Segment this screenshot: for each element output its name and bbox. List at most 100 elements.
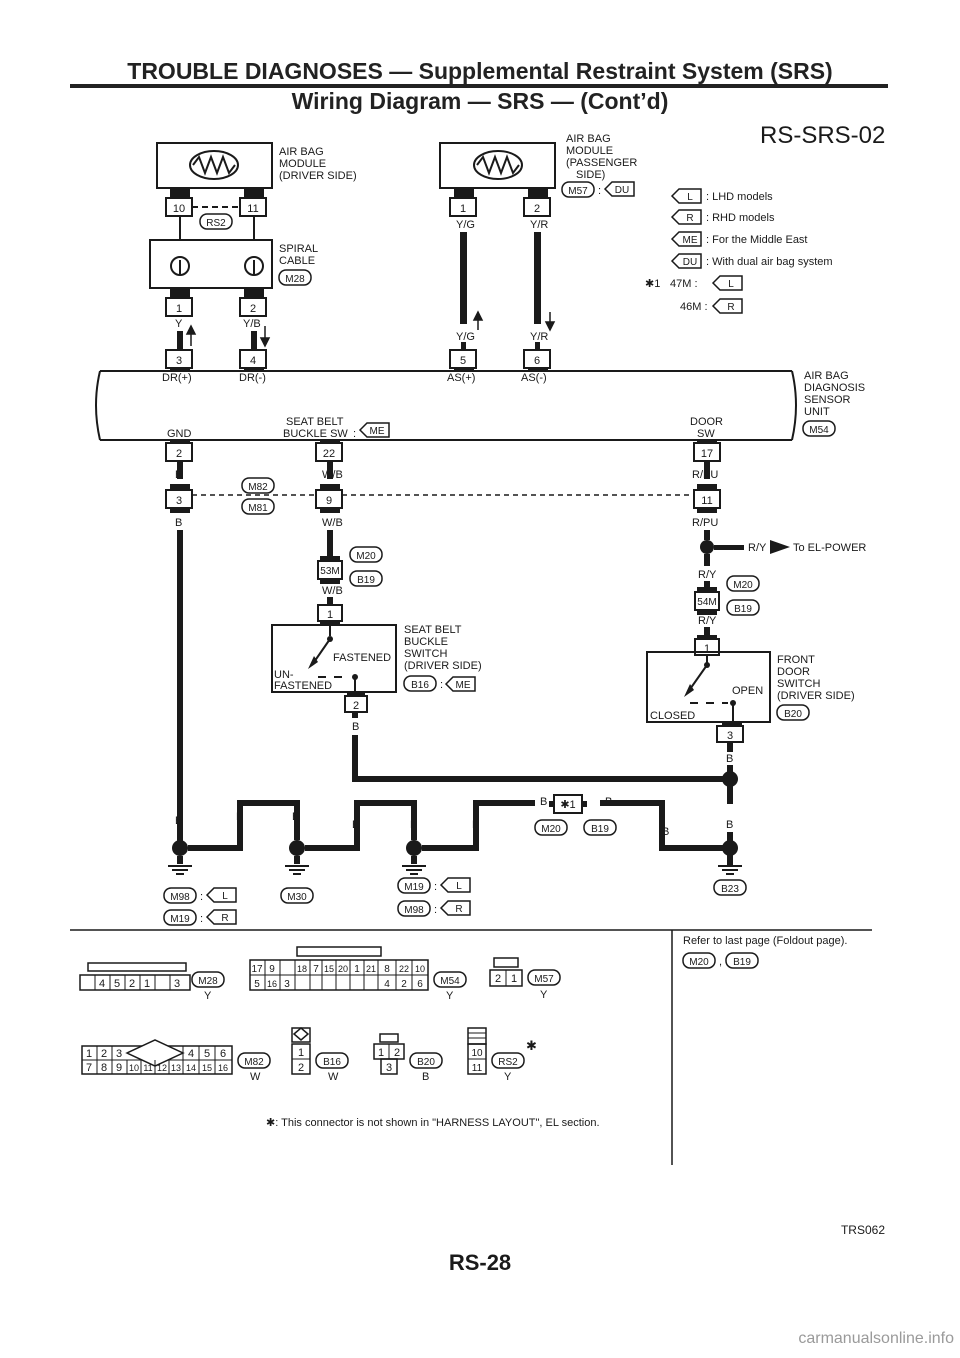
spiral-name-2: CABLE: [279, 255, 315, 267]
wire-yr-top: Y/R: [530, 219, 548, 231]
power-arrow-icon: [770, 540, 790, 554]
legend-badge-4: DU: [683, 257, 697, 268]
m54-r1-1: 17: [251, 964, 263, 975]
rs2-face-pin-2: 11: [472, 1063, 483, 1074]
passenger-pin-1: 1: [460, 203, 466, 215]
front-door-switch: 1 OPEN CLOSED 3 FRONT DOOR SWITCH (DRIVE…: [646, 635, 855, 743]
ground-network: B B B B B B B B B: [163, 794, 747, 926]
m82-r2-7: 13: [171, 1063, 181, 1073]
unit-pin-3: 3: [176, 355, 182, 367]
figure-code: TRS062: [840, 1223, 885, 1237]
m54-r1-5: 15: [324, 964, 334, 974]
unit-pin-5-label: AS(+): [447, 372, 475, 384]
m54-r1-9: 8: [384, 964, 390, 975]
unit-pin-4-label: DR(-): [239, 372, 266, 384]
unit-name-4: UNIT: [804, 406, 830, 418]
diagram-code: RS-SRS-02: [760, 122, 885, 149]
unit-connector: M54: [809, 425, 829, 436]
connector-face-b20: 1 2 3 B20 B: [373, 1033, 443, 1083]
header-rule: [70, 84, 888, 88]
m54-r2-4: 4: [384, 979, 390, 990]
m82-pin-9: 9: [326, 495, 332, 507]
g1-badge2: R: [221, 913, 228, 924]
seat-switch-wire: B: [352, 721, 359, 733]
seat-sw-badge: ME: [370, 426, 385, 437]
m57-face-name: M57: [534, 974, 554, 985]
g1-badge: L: [222, 891, 228, 902]
m82-r1-1: 1: [86, 1048, 92, 1060]
wire-yb: Y/B: [243, 318, 261, 330]
g3-sep2: :: [434, 904, 437, 916]
connector-face-m82: 1 2 3 4 5 6 7 8 9 10 11 12 13 14 15 16 M…: [81, 1039, 271, 1083]
m82-face-color: W: [250, 1071, 261, 1083]
star1-connector-label: ✱1: [560, 799, 575, 811]
m54-r2-2: 16: [267, 979, 277, 989]
door-switch-name-4: (DRIVER SIDE): [777, 690, 855, 702]
connector-face-b16: 1 2 B16 W: [291, 1027, 349, 1083]
passenger-name-1: AIR BAG: [566, 133, 611, 145]
seat-sw-label-2: BUCKLE SW: [283, 428, 348, 440]
spiral-connector: M28: [285, 274, 305, 285]
door-sw-label-1: DOOR: [690, 416, 723, 428]
m82-r2-10: 16: [218, 1063, 228, 1073]
note1-badge-1: L: [728, 279, 734, 290]
legend-text-1: : LHD models: [706, 191, 773, 203]
door-switch-wire: B: [726, 753, 733, 765]
wire-rpu-mid1: R/PU: [692, 469, 718, 481]
unit-pin-6: 6: [534, 355, 540, 367]
m57-face-pin-2: 1: [511, 973, 517, 985]
legend-badge-2: R: [686, 213, 693, 224]
door-wire-a: R/Y: [698, 569, 717, 581]
footnote: ✱: This connector is not shown in "HARNE…: [266, 1117, 600, 1129]
wire-rpu-mid2: R/PU: [692, 517, 718, 529]
m82-r2-2: 8: [101, 1062, 107, 1074]
m54-r2-6: 6: [417, 979, 423, 990]
m57-face-color: Y: [540, 989, 548, 1001]
m82-r2-3: 9: [116, 1062, 122, 1074]
b16-face-pin-2: 2: [298, 1062, 304, 1074]
m82-pin-3: 3: [176, 495, 182, 507]
page-header-subtitle: Wiring Diagram — SRS — (Cont’d): [291, 88, 669, 114]
power-destination: To EL-POWER: [793, 542, 866, 554]
m82-r2-6: 12: [157, 1063, 167, 1073]
passenger-pin-2: 2: [534, 203, 540, 215]
m54-r2-5: 2: [401, 979, 407, 990]
splice-dot: [722, 771, 738, 787]
m82-r2-8: 14: [186, 1063, 196, 1073]
door-switch-conn: B20: [784, 709, 802, 720]
m82-r2-1: 7: [86, 1062, 92, 1074]
door-switch-pin-3: 3: [727, 730, 733, 742]
m82-m81-connector-row: 3 9 11 M82 M81: [165, 477, 721, 515]
seat-switch-un-1: UN-: [274, 669, 294, 681]
unit-gnd-label: GND: [167, 428, 192, 440]
junction-54m: 54M M20 B19: [694, 575, 760, 616]
passenger-connector: M57: [568, 186, 588, 197]
legend: L : LHD models R : RHD models ME : For t…: [645, 188, 833, 314]
m28-face-name: M28: [198, 976, 218, 987]
driver-module-pin-11: 11: [247, 203, 258, 215]
unit-name-3: SENSOR: [804, 394, 851, 406]
wire-wb-mid2: W/B: [322, 517, 343, 529]
gw-b7: B: [540, 796, 547, 808]
m54-r1-2: 9: [269, 964, 275, 975]
driver-module-connector: RS2: [206, 218, 226, 229]
seat-switch-fastened: FASTENED: [333, 652, 391, 664]
rs2-face-color: Y: [504, 1071, 512, 1083]
gw-b9: B: [662, 826, 669, 838]
conn-m81-label: M81: [248, 503, 268, 514]
seat-switch-badge: ME: [456, 680, 471, 691]
refer-conn2: B19: [733, 957, 751, 968]
unit-seat-pin: 22: [323, 448, 335, 460]
passenger-name-2: MODULE: [566, 145, 613, 157]
junction-54m-conn1: M20: [733, 580, 753, 591]
m82-r2-5: 11: [143, 1063, 152, 1073]
junction-53m-conn1: M20: [356, 551, 376, 562]
driver-airbag-module: 10 11 RS2 AIR BAG MODULE (DRIVER SIDE): [156, 142, 357, 230]
m28-face-pin-2: 5: [114, 978, 120, 990]
m82-r1-6: 6: [220, 1048, 226, 1060]
junction-53m: 53M M20 B19: [317, 546, 383, 587]
wire-yg-top: Y/G: [456, 219, 475, 231]
passenger-name-3: (PASSENGER: [566, 157, 637, 169]
b20-face-color: B: [422, 1071, 429, 1083]
junction-54m-conn2: B19: [734, 604, 752, 615]
